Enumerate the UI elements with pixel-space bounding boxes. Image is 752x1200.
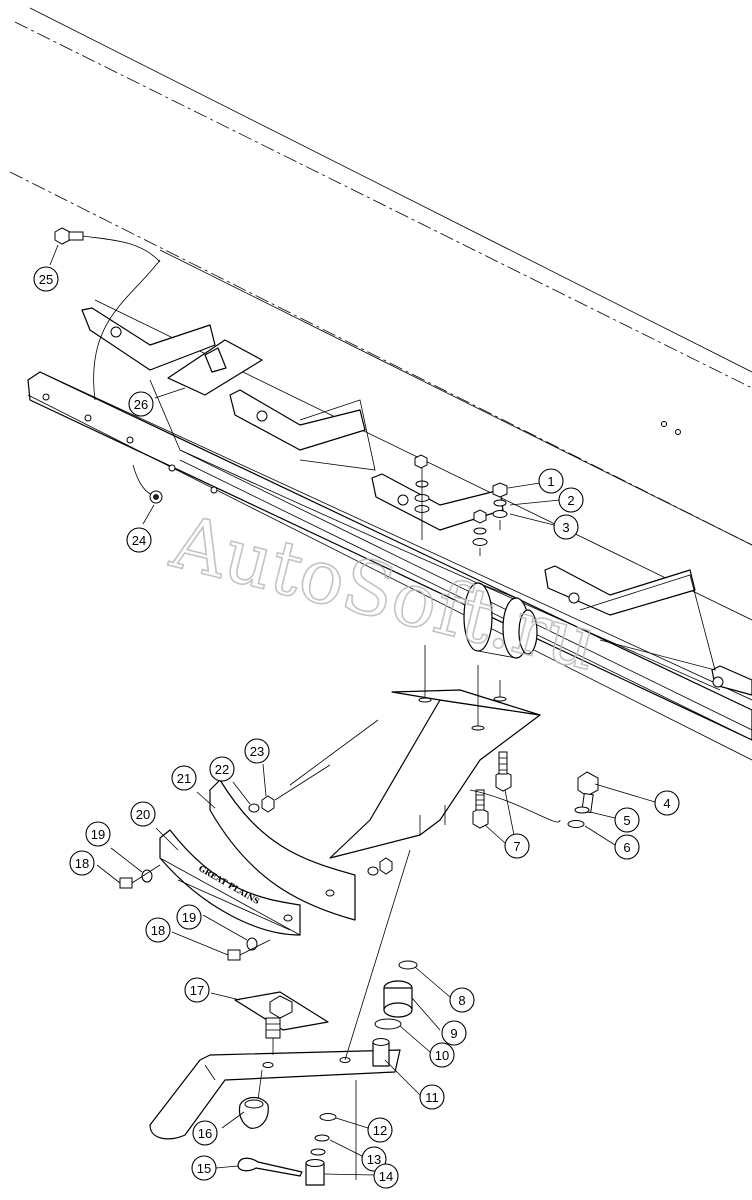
knob-17 [234,991,329,1055]
callout-number: 7 [513,839,520,854]
bolts-7 [472,751,512,829]
callout-number: 20 [136,807,150,822]
callout-circle [654,790,680,816]
callout-number: 26 [134,397,148,412]
callout-14: 14 [373,1163,399,1189]
callout-number: 2 [567,493,574,508]
callout-circle [69,850,95,876]
hardware-24-25 [54,227,163,504]
callout-18b: 18 [145,917,171,943]
callout-circle [33,266,59,292]
callout-number: 6 [623,840,630,855]
callout-circle [130,801,156,827]
callout-11: 11 [419,1084,445,1110]
callout-circle [244,738,270,764]
callout-circle [614,834,640,860]
callout-circle [176,904,202,930]
callout-circle [171,765,197,791]
callout-number: 23 [250,744,264,759]
callout-number: 18 [151,923,165,938]
callout-circle [441,1020,467,1046]
callout-number: 3 [562,520,569,535]
callout-10: 10 [429,1042,455,1068]
callout-number: 16 [198,1126,212,1141]
callout-1: 1 [538,468,564,494]
callout-number: 19 [91,827,105,842]
callout-number: 13 [367,1152,381,1167]
mounting-bracket [289,645,541,859]
callout-24: 24 [126,527,152,553]
watermark-text: AutoSoft.ru [163,499,606,688]
callout-circle [558,487,584,513]
top-hardware [414,454,508,556]
adjusting-arm [149,849,411,1180]
callout-circle [429,1042,455,1068]
callout-circle [449,987,475,1013]
callout-number: 4 [663,796,670,811]
callout-number: 17 [190,983,204,998]
callout-circle [126,527,152,553]
callout-7: 7 [504,833,530,859]
callout-bubbles: 1234567891011121314151617181819192021222… [33,266,680,1189]
callout-number: 5 [623,813,630,828]
callout-17: 17 [184,977,210,1003]
hardware-12-16 [237,1096,337,1186]
callout-number: 8 [458,993,465,1008]
callout-number: 15 [197,1161,211,1176]
callout-18a: 18 [69,850,95,876]
callout-number: 25 [39,272,53,287]
callout-6: 6 [614,834,640,860]
callout-circle [192,1120,218,1146]
callout-number: 22 [215,762,229,777]
callout-number: 14 [379,1169,393,1184]
callout-8: 8 [449,987,475,1013]
callout-number: 19 [182,910,196,925]
callout-5: 5 [614,807,640,833]
callout-circle [538,468,564,494]
callout-16: 16 [192,1120,218,1146]
callout-circle [128,391,154,417]
callout-circle [85,821,111,847]
callout-9: 9 [441,1020,467,1046]
callout-circle [191,1155,217,1181]
leader-lines [49,244,656,1176]
centerlines [9,7,752,546]
callout-2: 2 [558,487,584,513]
callout-number: 12 [373,1123,387,1138]
callout-20: 20 [130,801,156,827]
callout-number: 18 [75,856,89,871]
callout-12: 12 [367,1117,393,1143]
callout-3: 3 [553,514,579,540]
callout-circle [367,1117,393,1143]
callout-circle [373,1163,399,1189]
callout-4: 4 [654,790,680,816]
callout-circle [209,756,235,782]
callout-21: 21 [171,765,197,791]
callout-circle [553,514,579,540]
callout-circle [184,977,210,1003]
hardware-4-5-6 [469,771,599,828]
callout-23: 23 [244,738,270,764]
callout-circle [504,833,530,859]
callout-22: 22 [209,756,235,782]
callout-number: 9 [450,1026,457,1041]
callout-circle [145,917,171,943]
callout-circle [614,807,640,833]
callout-circle [419,1084,445,1110]
callout-19b: 19 [176,904,202,930]
callout-26: 26 [128,391,154,417]
callout-number: 21 [177,771,191,786]
callout-19a: 19 [85,821,111,847]
callout-number: 10 [435,1048,449,1063]
hopper-frame [27,249,752,761]
callout-15: 15 [191,1155,217,1181]
callout-number: 24 [132,533,146,548]
hardware-18-19-22-23 [119,764,393,961]
callout-number: 11 [425,1090,439,1105]
callout-25: 25 [33,266,59,292]
callout-number: 1 [547,474,554,489]
